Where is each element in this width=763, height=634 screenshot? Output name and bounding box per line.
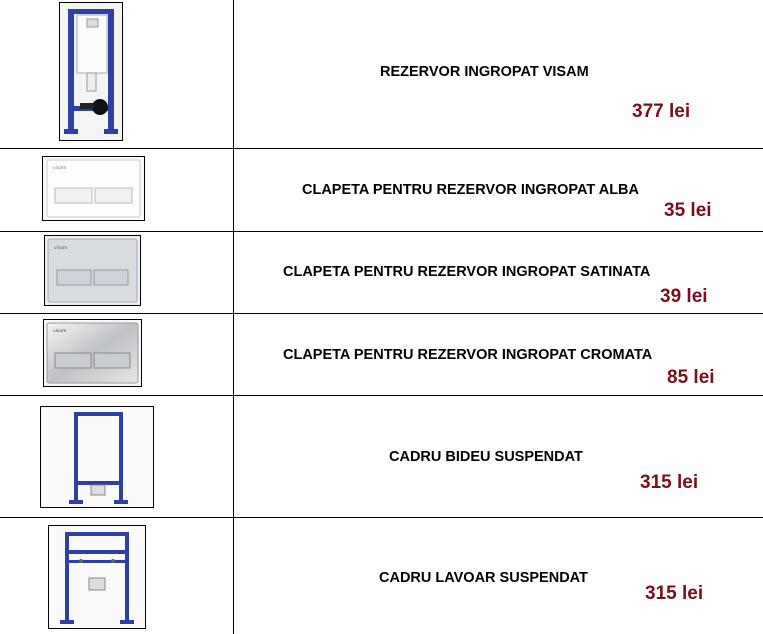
brand-logo: visam xyxy=(54,245,67,251)
column-divider xyxy=(233,0,234,634)
brand-logo: visam xyxy=(53,328,66,334)
product-image-flush-plate-chrome: visam xyxy=(43,319,142,387)
product-name: CLAPETA PENTRU REZERVOR INGROPAT ALBA xyxy=(302,182,639,198)
product-image-flush-plate-white: visam xyxy=(42,156,145,221)
product-name: CLAPETA PENTRU REZERVOR INGROPAT SATINAT… xyxy=(283,264,651,280)
product-price: 39 lei xyxy=(660,286,708,307)
row-divider xyxy=(0,148,763,149)
product-price: 315 lei xyxy=(640,472,699,493)
product-image-washbasin-frame xyxy=(48,525,146,629)
product-name: CLAPETA PENTRU REZERVOR INGROPAT CROMATA xyxy=(283,347,653,363)
row-divider xyxy=(0,231,763,232)
product-name: REZERVOR INGROPAT VISAM xyxy=(380,64,589,80)
product-image-cistern xyxy=(59,2,123,141)
product-price: 377 lei xyxy=(632,101,691,122)
product-image-bidet-frame xyxy=(40,406,154,508)
row-divider xyxy=(0,313,763,314)
product-price: 85 lei xyxy=(667,367,715,388)
product-name: CADRU BIDEU SUSPENDAT xyxy=(389,449,583,465)
product-image-flush-plate-satin: visam xyxy=(44,235,141,306)
brand-logo: visam xyxy=(53,165,66,171)
row-divider xyxy=(0,517,763,518)
product-price: 315 lei xyxy=(645,583,704,604)
product-price: 35 lei xyxy=(664,200,712,221)
row-divider xyxy=(0,395,763,396)
product-name: CADRU LAVOAR SUSPENDAT xyxy=(379,570,588,586)
